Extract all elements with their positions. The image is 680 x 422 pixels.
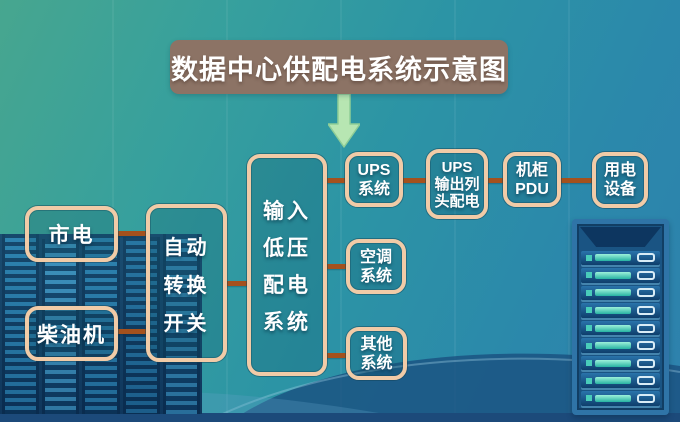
floor-strip bbox=[0, 413, 680, 422]
server-led bbox=[586, 395, 592, 402]
rack-top-panel bbox=[580, 227, 661, 247]
node-input-lv-distribution: 输入 低压 配电 系统 bbox=[247, 154, 327, 376]
connector-ups-to-output bbox=[401, 178, 428, 183]
server-screen bbox=[595, 377, 631, 385]
node-label: 转换 bbox=[163, 274, 210, 297]
server-led bbox=[586, 342, 592, 349]
connector-output-to-pdu bbox=[486, 178, 505, 183]
down-arrow-icon bbox=[328, 94, 360, 148]
server-unit bbox=[581, 268, 660, 283]
node-automatic-transfer-switch: 自动 转换 开关 bbox=[146, 204, 227, 362]
server-screen bbox=[595, 271, 631, 279]
page-title: 数据中心供配电系统示意图 bbox=[170, 40, 508, 94]
node-air-conditioning-system: 空调 系统 bbox=[346, 239, 406, 294]
node-label: 配电 bbox=[263, 273, 311, 297]
node-label: UPS bbox=[357, 161, 391, 179]
server-unit bbox=[581, 303, 660, 318]
node-label: 头配电 bbox=[434, 192, 480, 210]
server-button bbox=[637, 341, 655, 351]
node-label: 输入 bbox=[263, 199, 311, 223]
node-label: 设备 bbox=[603, 181, 636, 198]
server-screen bbox=[595, 324, 631, 332]
node-label: 系统 bbox=[357, 180, 390, 198]
server-led bbox=[586, 360, 592, 367]
node-label: 机柜 bbox=[515, 161, 548, 179]
server-unit bbox=[581, 391, 660, 406]
server-unit bbox=[581, 338, 660, 353]
node-label: 用电 bbox=[603, 162, 636, 179]
node-electrical-equipment: 用电 设备 bbox=[592, 152, 648, 208]
node-label: 自动 bbox=[163, 236, 210, 259]
connector-lv-to-ac bbox=[325, 264, 348, 269]
node-label: 柴油机 bbox=[37, 323, 106, 347]
node-label: 系统 bbox=[263, 310, 311, 334]
connector-lv-to-ups bbox=[325, 178, 347, 183]
node-cabinet-pdu: 机柜 PDU bbox=[503, 152, 561, 207]
server-unit bbox=[581, 355, 660, 371]
node-label: 空调 bbox=[359, 248, 392, 266]
server-screen bbox=[595, 289, 631, 297]
node-ups-output-row-distribution: UPS 输出列 头配电 bbox=[426, 149, 488, 219]
node-label: 开关 bbox=[163, 312, 210, 335]
node-label: 系统 bbox=[360, 354, 393, 372]
server-button bbox=[637, 393, 655, 403]
server-led bbox=[586, 377, 592, 384]
node-label: 其他 bbox=[360, 335, 393, 353]
connector-pdu-to-equipment bbox=[559, 178, 594, 183]
server-unit bbox=[581, 373, 660, 388]
node-label: 输出列 bbox=[434, 175, 480, 193]
server-screen bbox=[595, 342, 631, 350]
server-led bbox=[586, 254, 592, 261]
server-button bbox=[637, 305, 655, 315]
server-screen bbox=[595, 394, 631, 402]
server-screen bbox=[595, 254, 631, 262]
connector-utility-to-ats bbox=[116, 231, 148, 236]
node-utility-power: 市电 bbox=[25, 206, 118, 262]
node-ups-system: UPS 系统 bbox=[345, 152, 403, 207]
connector-lv-to-other bbox=[325, 353, 348, 358]
server-unit bbox=[581, 285, 660, 301]
server-screen bbox=[595, 359, 631, 367]
node-label: UPS bbox=[441, 158, 473, 176]
node-other-systems: 其他 系统 bbox=[346, 327, 407, 380]
server-button bbox=[637, 288, 655, 298]
server-button bbox=[637, 270, 655, 280]
server-button bbox=[637, 376, 655, 386]
server-button bbox=[637, 253, 655, 263]
node-label: 低压 bbox=[263, 236, 311, 260]
server-led bbox=[586, 325, 592, 332]
server-led bbox=[586, 289, 592, 296]
node-label: 系统 bbox=[359, 267, 392, 285]
server-rack-illustration bbox=[572, 219, 669, 415]
connector-diesel-to-ats bbox=[116, 329, 148, 334]
node-label: 市电 bbox=[48, 224, 95, 247]
server-led bbox=[586, 272, 592, 279]
server-racks-photo bbox=[0, 234, 202, 414]
node-label: PDU bbox=[515, 180, 549, 198]
connector-ats-to-lv bbox=[224, 281, 249, 286]
server-button bbox=[637, 358, 655, 368]
node-diesel-generator: 柴油机 bbox=[25, 306, 118, 361]
server-led bbox=[586, 307, 592, 314]
server-unit bbox=[581, 320, 660, 336]
server-button bbox=[637, 323, 655, 333]
server-unit bbox=[581, 250, 660, 266]
server-screen bbox=[595, 306, 631, 314]
